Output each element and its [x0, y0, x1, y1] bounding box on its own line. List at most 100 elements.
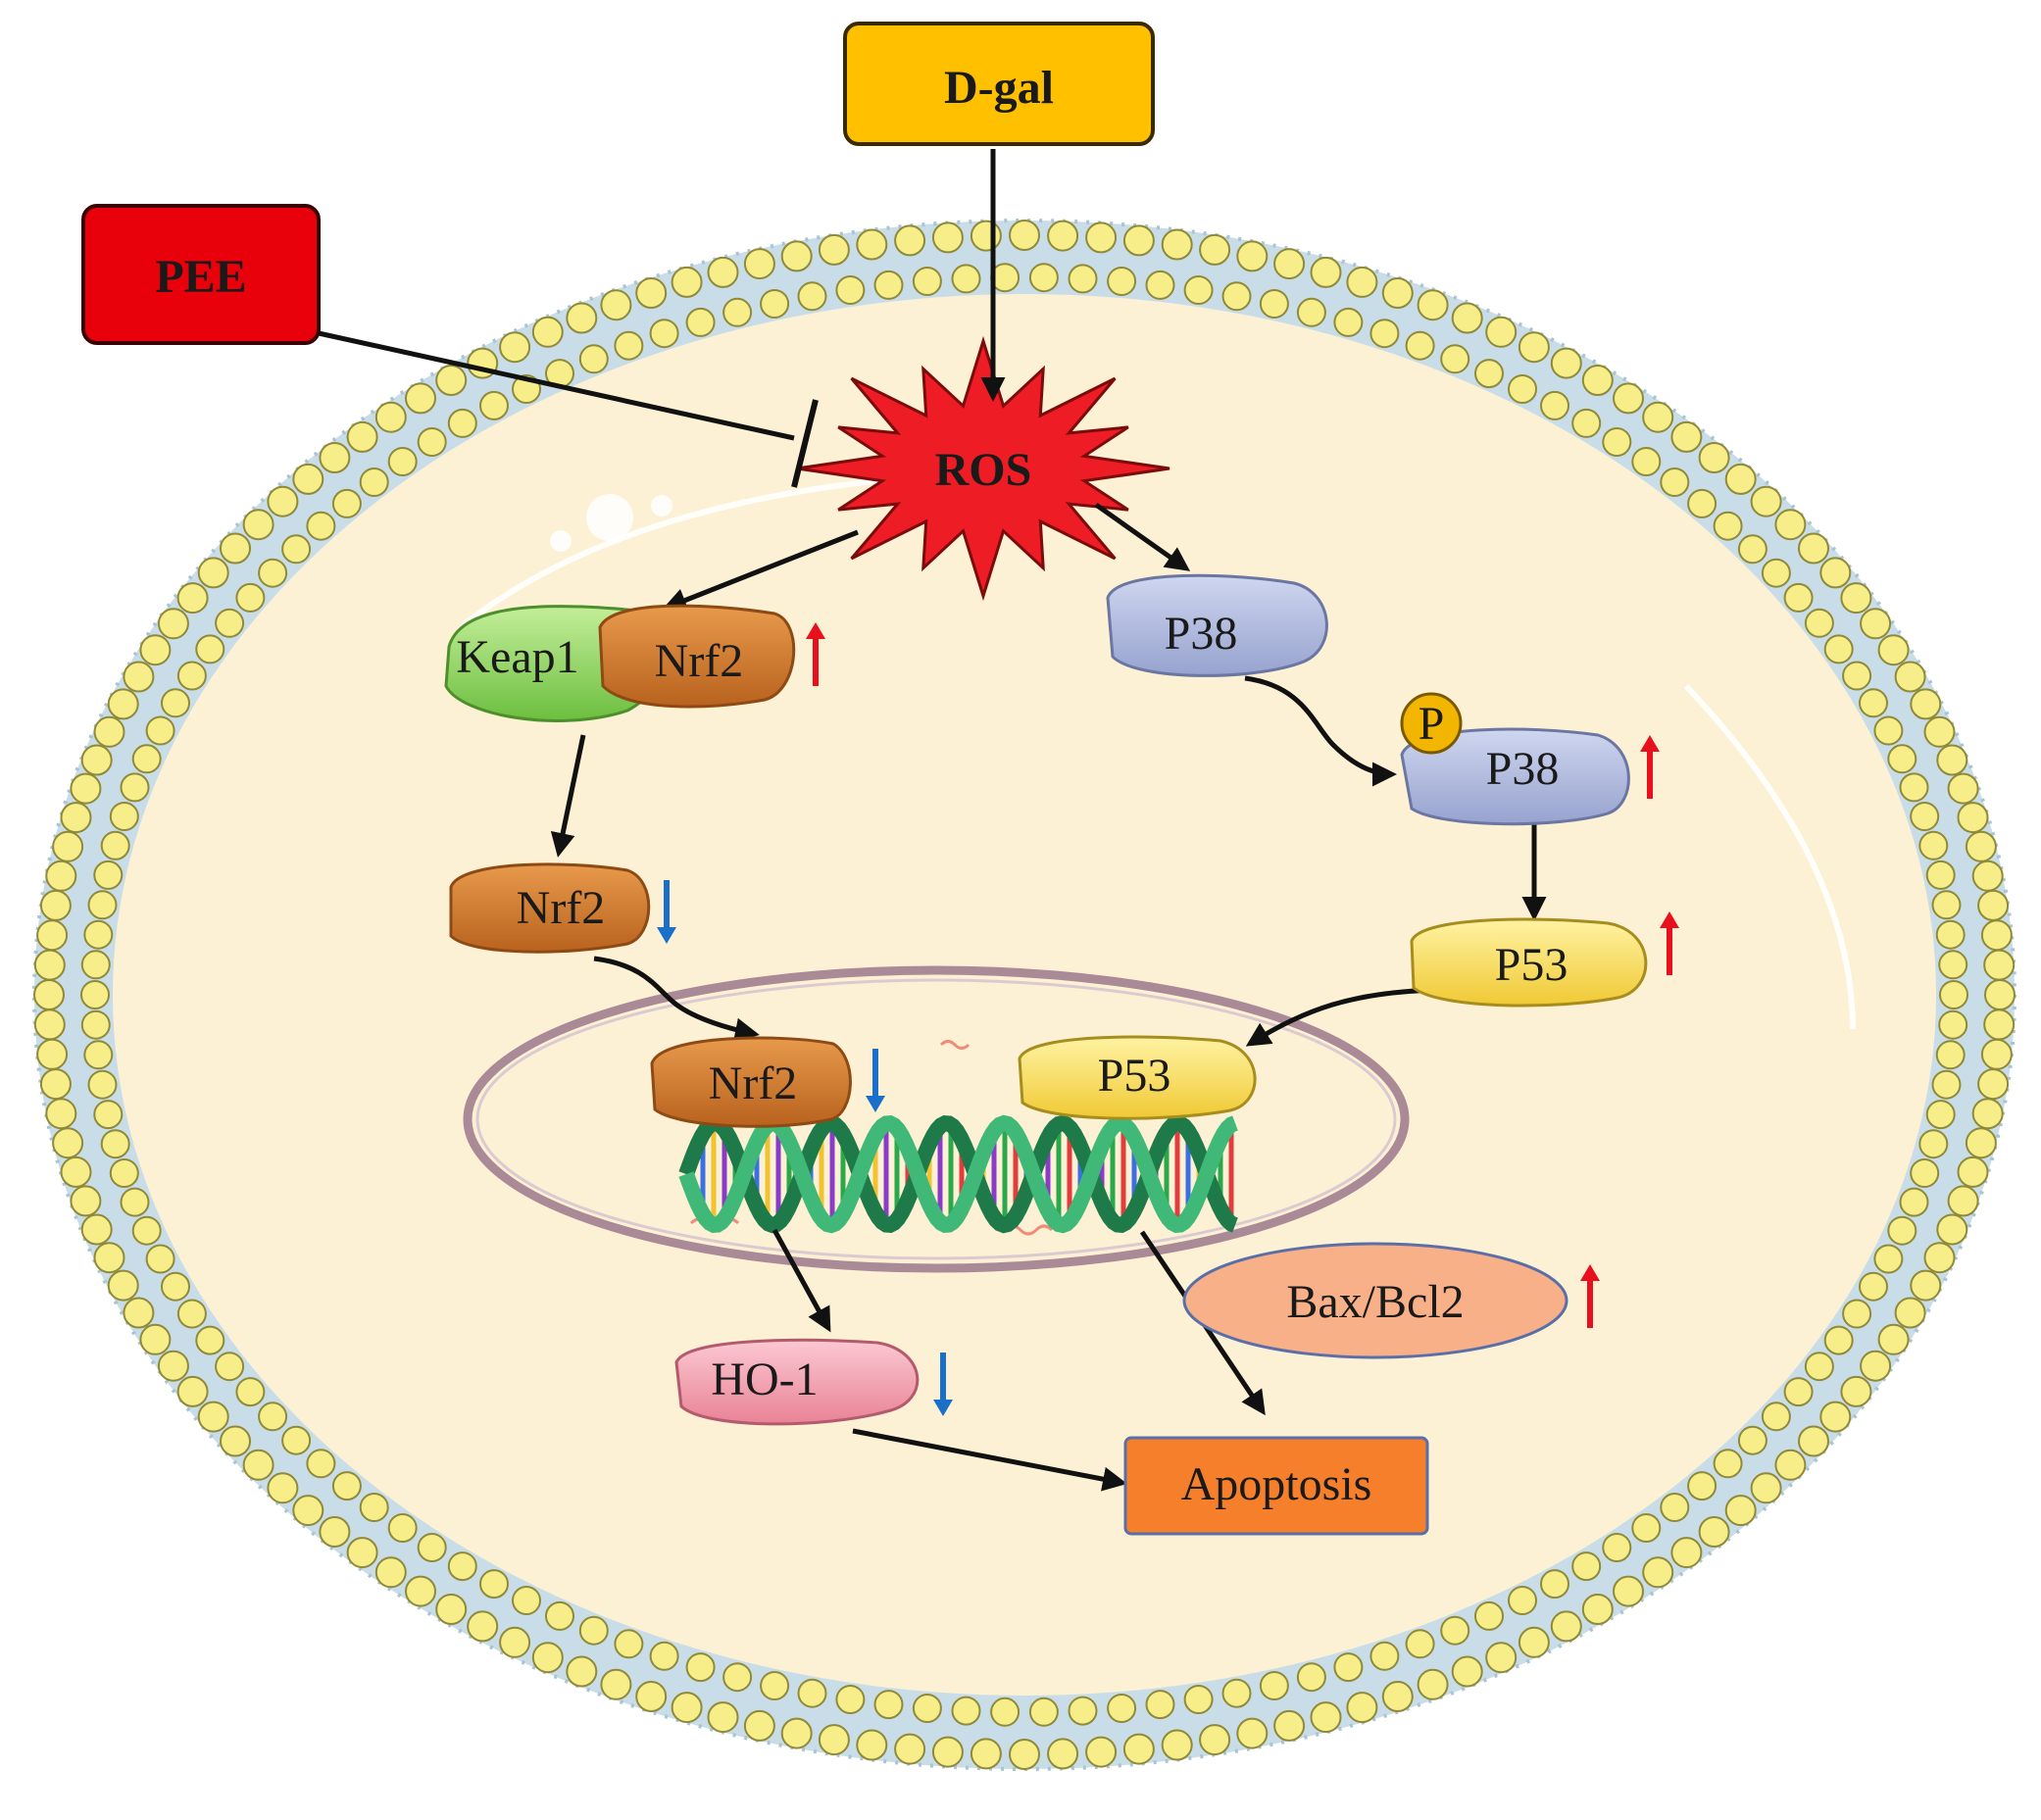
- lipid-head: [93, 1242, 125, 1274]
- lipid-head: [1971, 1098, 2004, 1130]
- lipid-head: [176, 582, 209, 615]
- lipid-head: [1894, 1297, 1926, 1329]
- lipid-head: [267, 485, 299, 517]
- lipid-head: [818, 233, 850, 266]
- lipid-head: [70, 772, 102, 805]
- lipid-head: [1774, 1449, 1807, 1481]
- lipid-head: [33, 979, 65, 1010]
- lipid-head: [197, 557, 229, 589]
- dna-strand: [678, 1114, 1238, 1234]
- p53-cytoplasm: P53: [1410, 917, 1648, 1008]
- lipid-head: [1346, 1692, 1378, 1724]
- lipid-head: [1273, 248, 1306, 280]
- lipid-head: [1451, 1655, 1483, 1688]
- lipid-head: [1571, 1551, 1602, 1582]
- lipid-head: [1642, 401, 1674, 433]
- lipid-head: [931, 1736, 964, 1768]
- lipid-head: [1296, 1662, 1326, 1693]
- lipid-head: [1761, 558, 1791, 588]
- lipid-head: [912, 1694, 942, 1723]
- lipid-head: [1417, 289, 1449, 321]
- lipid-head: [123, 1297, 155, 1329]
- lipid-head: [1860, 1350, 1892, 1382]
- lipid-head: [467, 1610, 499, 1643]
- bax-bcl2: Bax/Bcl2: [1182, 1242, 1568, 1359]
- p53-cyto-label: P53: [1495, 939, 1568, 991]
- lipid-head: [120, 1187, 150, 1217]
- lipid-head: [760, 1671, 790, 1700]
- up-arrow-icon: [1640, 735, 1660, 799]
- lipid-head: [435, 365, 468, 396]
- lipid-head: [1925, 1100, 1956, 1130]
- p53-nuclear: P53: [1018, 1035, 1257, 1120]
- lipid-head: [531, 316, 564, 348]
- lipid-head: [1931, 1069, 1962, 1100]
- lipid-head: [1910, 1269, 1942, 1302]
- lipid-head: [292, 1495, 324, 1527]
- lipid-head: [292, 463, 324, 495]
- lipid-head: [1980, 919, 2013, 952]
- lipid-head: [835, 275, 866, 305]
- lipid-head: [1823, 634, 1854, 664]
- lipid-head: [359, 1493, 389, 1522]
- lipid-head: [80, 980, 110, 1009]
- lipid-head: [566, 1655, 598, 1688]
- lipid-head: [281, 1425, 312, 1455]
- lipid-head: [109, 802, 139, 831]
- lipid-head: [1935, 1040, 1966, 1070]
- lipid-head: [1939, 980, 1968, 1009]
- lipid-head: [359, 467, 389, 497]
- lipid-head: [417, 1533, 447, 1562]
- lipid-head: [1369, 1641, 1400, 1671]
- lipid-head: [100, 1129, 130, 1159]
- lipid-head: [600, 289, 632, 321]
- lipid-head: [1183, 1685, 1214, 1714]
- lipid-head: [157, 1350, 189, 1382]
- lipid-head: [1571, 408, 1602, 438]
- lipid-head: [1910, 802, 1940, 831]
- lipid-head: [1183, 275, 1214, 305]
- lipid-head: [447, 408, 477, 438]
- lipid-head: [1236, 240, 1269, 272]
- lipid-head: [1910, 1158, 1940, 1188]
- lipid-head: [70, 1185, 102, 1217]
- lipid-head: [1887, 1215, 1917, 1246]
- lipid-head: [1613, 382, 1644, 415]
- up-arrow-icon: [1660, 911, 1679, 975]
- lipid-head: [1873, 1244, 1904, 1274]
- lipid-head: [760, 289, 790, 319]
- lipid-head: [109, 1158, 139, 1188]
- apoptosis-box: Apoptosis: [1123, 1436, 1429, 1536]
- lipid-head: [1631, 447, 1662, 476]
- lipid-head: [1085, 1736, 1118, 1768]
- lipid-head: [499, 331, 531, 364]
- lipid-head: [743, 1709, 775, 1742]
- lipid-head: [1199, 233, 1231, 266]
- lipid-head: [797, 1678, 827, 1708]
- lipid-head: [1860, 608, 1892, 640]
- p-p38-label: P38: [1486, 743, 1560, 795]
- lipid-head: [1107, 1694, 1137, 1723]
- lipid-head: [80, 744, 113, 776]
- lipid-head: [780, 1717, 813, 1749]
- lipid-head: [1931, 890, 1962, 920]
- lipid-head: [856, 1729, 888, 1761]
- lipid-head: [83, 1040, 114, 1070]
- lipid-head: [600, 1668, 632, 1700]
- lipid-head: [1508, 1586, 1537, 1615]
- lipid-head: [346, 420, 378, 453]
- lipid-head: [1310, 256, 1342, 288]
- lipid-head: [145, 1244, 175, 1274]
- down-arrow-icon: [866, 1049, 885, 1112]
- lipid-head: [1698, 1516, 1730, 1548]
- lipid-head: [1550, 1610, 1582, 1643]
- lipid-head: [894, 1733, 926, 1765]
- lipid-head: [970, 220, 1002, 252]
- lipid-head: [1296, 297, 1326, 327]
- lipid-head: [45, 860, 77, 892]
- lipid-head: [1798, 532, 1829, 565]
- lipid-head: [1236, 1717, 1269, 1749]
- lipid-head: [614, 330, 644, 361]
- lipid-head: [87, 890, 118, 920]
- lipid-head: [346, 1537, 378, 1569]
